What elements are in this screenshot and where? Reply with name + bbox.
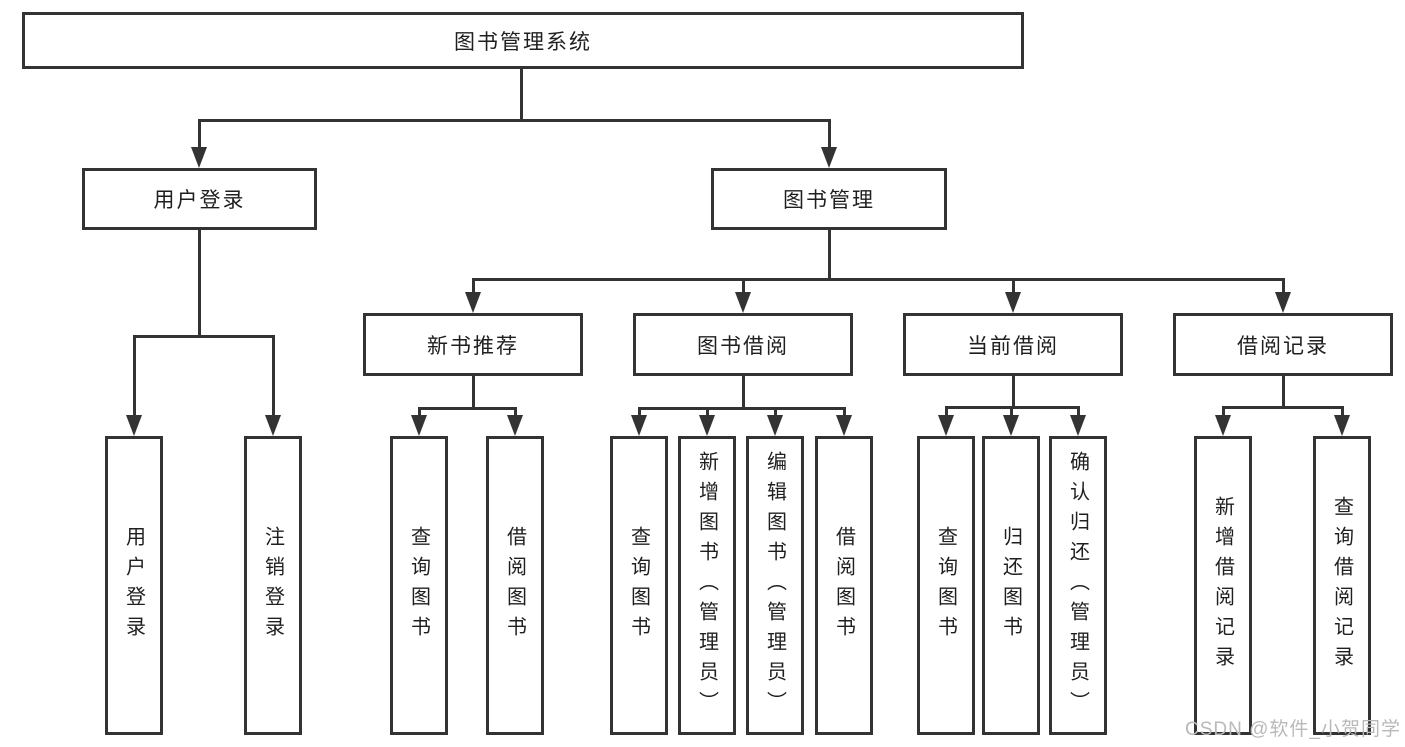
node-borrow-records: 借阅记录 xyxy=(1173,313,1393,376)
arrow-to-borrow-records xyxy=(1275,292,1291,313)
arrow-to-book-management xyxy=(821,147,837,168)
connector-login-stem xyxy=(198,230,201,335)
connector-management-shaft-1 xyxy=(472,278,475,298)
connector-recommend-branch xyxy=(418,407,517,410)
connector-recommend-shaft-1 xyxy=(418,407,421,420)
node-borrow-records-label: 借阅记录 xyxy=(1237,334,1329,358)
connector-current-shaft-2 xyxy=(1010,406,1013,420)
connector-borrow-shaft-3 xyxy=(774,407,777,420)
arrow-to-query-books-1 xyxy=(411,415,427,436)
leaf-confirm-return-admin-label: 确认归还（管理员） xyxy=(1066,450,1089,721)
leaf-query-books-current-label: 查询图书 xyxy=(934,525,957,646)
connector-records-stem xyxy=(1282,376,1285,406)
connector-current-shaft-1 xyxy=(945,406,948,420)
leaf-query-books-recommend: 查询图书 xyxy=(390,436,448,735)
leaf-query-borrow-record: 查询借阅记录 xyxy=(1313,436,1371,735)
arrow-to-user-login xyxy=(191,147,207,168)
node-book-management: 图书管理 xyxy=(711,168,947,230)
leaf-edit-books-admin: 编辑图书（管理员） xyxy=(746,436,804,735)
leaf-borrow-books-borrow: 借阅图书 xyxy=(815,436,873,735)
leaf-borrow-books-borrow-label: 借阅图书 xyxy=(832,525,855,646)
leaf-edit-books-admin-label: 编辑图书（管理员） xyxy=(763,450,786,721)
leaf-user-login: 用户登录 xyxy=(105,436,163,735)
connector-management-stem xyxy=(828,230,831,278)
leaf-add-borrow-record-label: 新增借阅记录 xyxy=(1211,495,1234,676)
node-system-root-label: 图书管理系统 xyxy=(454,30,592,54)
arrow-to-query-borrow-record xyxy=(1334,415,1350,436)
node-user-login-label: 用户登录 xyxy=(153,189,246,212)
leaf-query-books-current: 查询图书 xyxy=(917,436,975,735)
connector-login-branch xyxy=(133,335,275,338)
watermark: CSDN @软件_小贺同学 xyxy=(1185,719,1401,740)
connector-management-shaft-3 xyxy=(1012,278,1015,298)
connector-records-branch xyxy=(1222,406,1344,409)
leaf-confirm-return-admin: 确认归还（管理员） xyxy=(1049,436,1107,735)
arrow-to-confirm-return xyxy=(1070,415,1086,436)
leaf-logout-label: 注销登录 xyxy=(261,525,284,646)
connector-recommend-shaft-2 xyxy=(514,407,517,420)
connector-login-shaft-1 xyxy=(133,335,136,420)
arrow-to-leaf-logout xyxy=(265,415,281,436)
arrow-to-add-borrow-record xyxy=(1215,415,1231,436)
connector-management-shaft-2 xyxy=(742,278,745,298)
connector-root-branch xyxy=(198,119,831,122)
arrow-to-query-books-3 xyxy=(938,415,954,436)
leaf-return-books: 归还图书 xyxy=(982,436,1040,735)
connector-root-right-shaft xyxy=(828,119,831,152)
node-new-book-recommend-label: 新书推荐 xyxy=(427,334,519,358)
node-user-login: 用户登录 xyxy=(82,168,317,230)
connector-current-stem xyxy=(1012,376,1015,406)
connector-current-shaft-3 xyxy=(1077,406,1080,420)
connector-management-branch xyxy=(472,278,1285,281)
node-system-root: 图书管理系统 xyxy=(22,12,1024,69)
connector-borrow-shaft-1 xyxy=(638,407,641,420)
arrow-to-borrow-books-1 xyxy=(507,415,523,436)
leaf-return-books-label: 归还图书 xyxy=(999,525,1022,646)
leaf-query-books-recommend-label: 查询图书 xyxy=(407,525,430,646)
connector-records-shaft-2 xyxy=(1341,406,1344,420)
arrow-to-edit-books xyxy=(767,415,783,436)
leaf-borrow-books-recommend: 借阅图书 xyxy=(486,436,544,735)
arrow-to-add-books xyxy=(699,415,715,436)
connector-records-shaft-1 xyxy=(1222,406,1225,420)
node-book-management-label: 图书管理 xyxy=(783,189,875,212)
leaf-query-books-borrow: 查询图书 xyxy=(610,436,668,735)
leaf-logout: 注销登录 xyxy=(244,436,302,735)
node-current-borrow-label: 当前借阅 xyxy=(967,334,1059,358)
leaf-user-login-label: 用户登录 xyxy=(122,525,145,646)
leaf-add-books-admin-label: 新增图书（管理员） xyxy=(695,450,718,721)
leaf-borrow-books-recommend-label: 借阅图书 xyxy=(503,525,526,646)
arrow-to-return-books xyxy=(1003,415,1019,436)
connector-management-shaft-4 xyxy=(1282,278,1285,298)
node-new-book-recommend: 新书推荐 xyxy=(363,313,583,376)
node-current-borrow: 当前借阅 xyxy=(903,313,1123,376)
connector-root-stem xyxy=(520,67,523,119)
connector-borrow-branch xyxy=(638,407,846,410)
arrow-to-query-books-2 xyxy=(631,415,647,436)
leaf-add-borrow-record: 新增借阅记录 xyxy=(1194,436,1252,735)
arrow-to-borrow-books-2 xyxy=(836,415,852,436)
leaf-add-books-admin: 新增图书（管理员） xyxy=(678,436,736,735)
arrow-to-leaf-user-login xyxy=(126,415,142,436)
connector-login-shaft-2 xyxy=(272,335,275,420)
connector-recommend-stem xyxy=(472,376,475,407)
node-book-borrow: 图书借阅 xyxy=(633,313,853,376)
leaf-query-books-borrow-label: 查询图书 xyxy=(627,525,650,646)
connector-borrow-stem xyxy=(742,376,745,407)
arrow-to-new-book-recommend xyxy=(465,292,481,313)
arrow-to-current-borrow xyxy=(1005,292,1021,313)
connector-root-left-shaft xyxy=(198,119,201,152)
leaf-query-borrow-record-label: 查询借阅记录 xyxy=(1330,495,1353,676)
connector-borrow-shaft-2 xyxy=(706,407,709,420)
arrow-to-book-borrow xyxy=(735,292,751,313)
connector-borrow-shaft-4 xyxy=(843,407,846,420)
node-book-borrow-label: 图书借阅 xyxy=(697,334,789,358)
